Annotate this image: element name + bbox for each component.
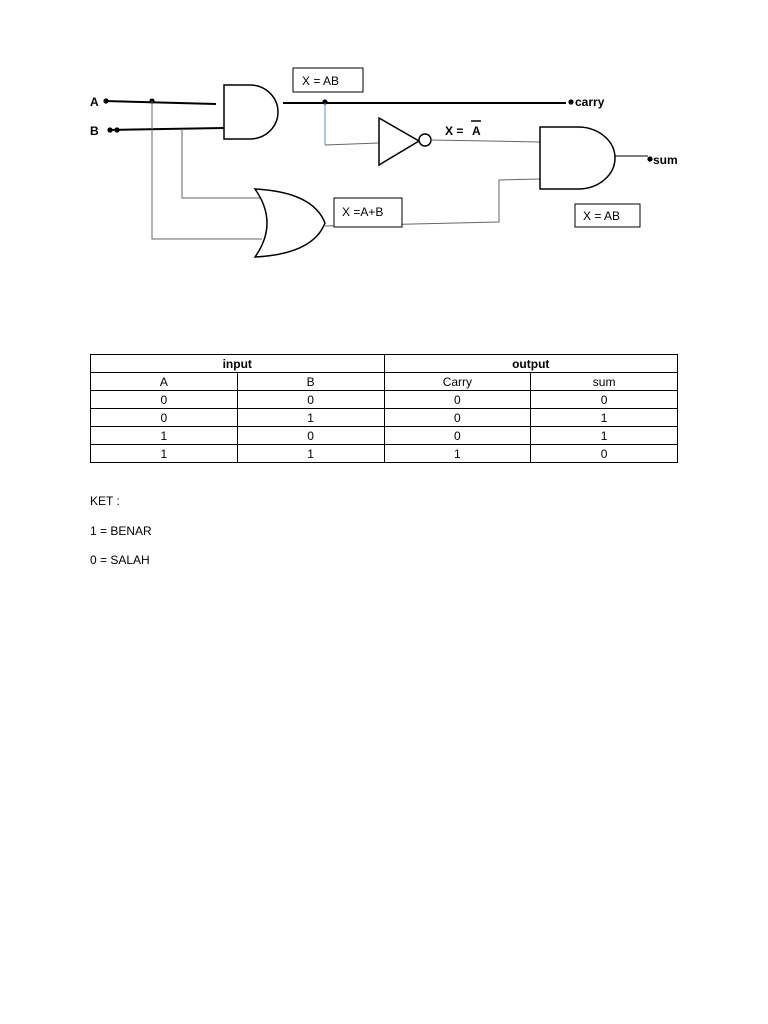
table-cell: 0 <box>383 408 532 427</box>
not-gate-bubble <box>418 133 432 147</box>
wire-b-main <box>107 127 225 131</box>
junction-and1-out <box>322 99 328 105</box>
table-group-header-row: input output <box>90 354 678 373</box>
table-cell: 1 <box>383 444 532 463</box>
column-header-carry: Carry <box>383 372 532 391</box>
header-input: input <box>90 354 385 373</box>
table-cell: 1 <box>90 426 238 445</box>
table-cell: 0 <box>90 390 238 409</box>
table-row: 0 0 0 0 <box>90 390 678 409</box>
not-expression-var: A <box>472 124 481 138</box>
input-a-label: A <box>90 95 99 109</box>
table-cell: 1 <box>530 426 678 445</box>
column-header-b: B <box>236 372 385 391</box>
column-header-a: A <box>90 372 238 391</box>
column-header-sum: sum <box>530 372 678 391</box>
table-column-header-row: A B Carry sum <box>90 372 678 391</box>
wire-or-to-and2 <box>324 178 541 227</box>
notes-benar: 1 = BENAR <box>90 524 152 538</box>
truth-table: input output A B Carry sum 0 0 0 0 0 1 0… <box>90 354 678 463</box>
table-cell: 0 <box>383 426 532 445</box>
wire-not-to-and2 <box>430 139 541 143</box>
table-row: 0 1 0 1 <box>90 408 678 427</box>
table-row: 1 0 0 1 <box>90 426 678 445</box>
and1-expression: X = AB <box>302 74 339 88</box>
carry-label: carry <box>575 95 605 109</box>
and2-expression-box <box>574 203 641 228</box>
sum-terminal <box>647 156 653 162</box>
carry-terminal <box>568 99 574 105</box>
not-expression-prefix: X = <box>445 124 463 138</box>
wire-and1-to-not <box>324 142 380 146</box>
wire-b-to-or <box>181 129 260 199</box>
half-adder-circuit-diagram: A B carry X = AB X = A X =A+B sum X = AB <box>90 67 678 258</box>
table-cell: 1 <box>90 444 238 463</box>
table-cell: 0 <box>383 390 532 409</box>
input-b-label: B <box>90 124 99 138</box>
table-row: 1 1 1 0 <box>90 444 678 463</box>
wire-a-to-or <box>151 101 262 240</box>
notes-salah: 0 = SALAH <box>90 553 150 567</box>
or-gate <box>253 188 326 258</box>
notes-ket: KET : <box>90 494 120 508</box>
and1-expression-box <box>292 67 364 93</box>
and-gate-2 <box>539 126 616 190</box>
table-cell: 1 <box>530 408 678 427</box>
not-gate <box>378 116 421 167</box>
table-cell: 0 <box>236 390 385 409</box>
or-expression-box <box>333 197 403 228</box>
table-cell: 1 <box>236 408 385 427</box>
or-expression: X =A+B <box>342 205 383 219</box>
and2-expression: X = AB <box>583 209 620 223</box>
wire-a-main <box>103 100 217 105</box>
header-output: output <box>383 354 678 373</box>
table-cell: 0 <box>90 408 238 427</box>
table-cell: 1 <box>236 444 385 463</box>
table-cell: 0 <box>236 426 385 445</box>
table-cell: 0 <box>530 390 678 409</box>
table-cell: 0 <box>530 444 678 463</box>
and-gate-1 <box>223 84 279 140</box>
sum-label: sum <box>653 153 678 167</box>
